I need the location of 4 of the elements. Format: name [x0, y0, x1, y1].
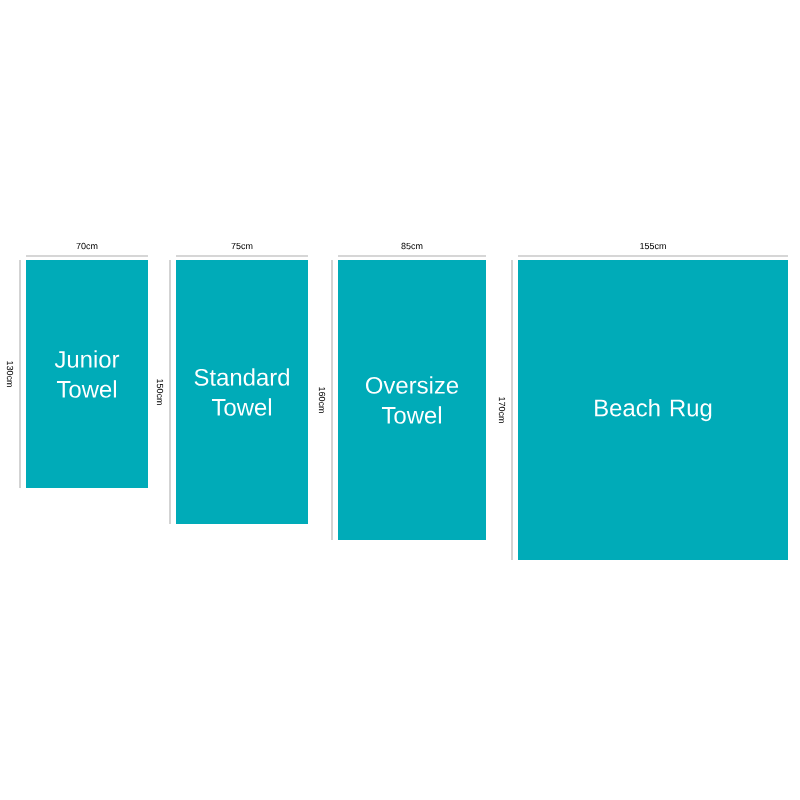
towel-box: Junior Towel: [26, 260, 148, 488]
towel-box: Beach Rug: [518, 260, 788, 560]
towel-box: Standard Towel: [176, 260, 308, 524]
towel-box: Oversize Towel: [338, 260, 486, 540]
